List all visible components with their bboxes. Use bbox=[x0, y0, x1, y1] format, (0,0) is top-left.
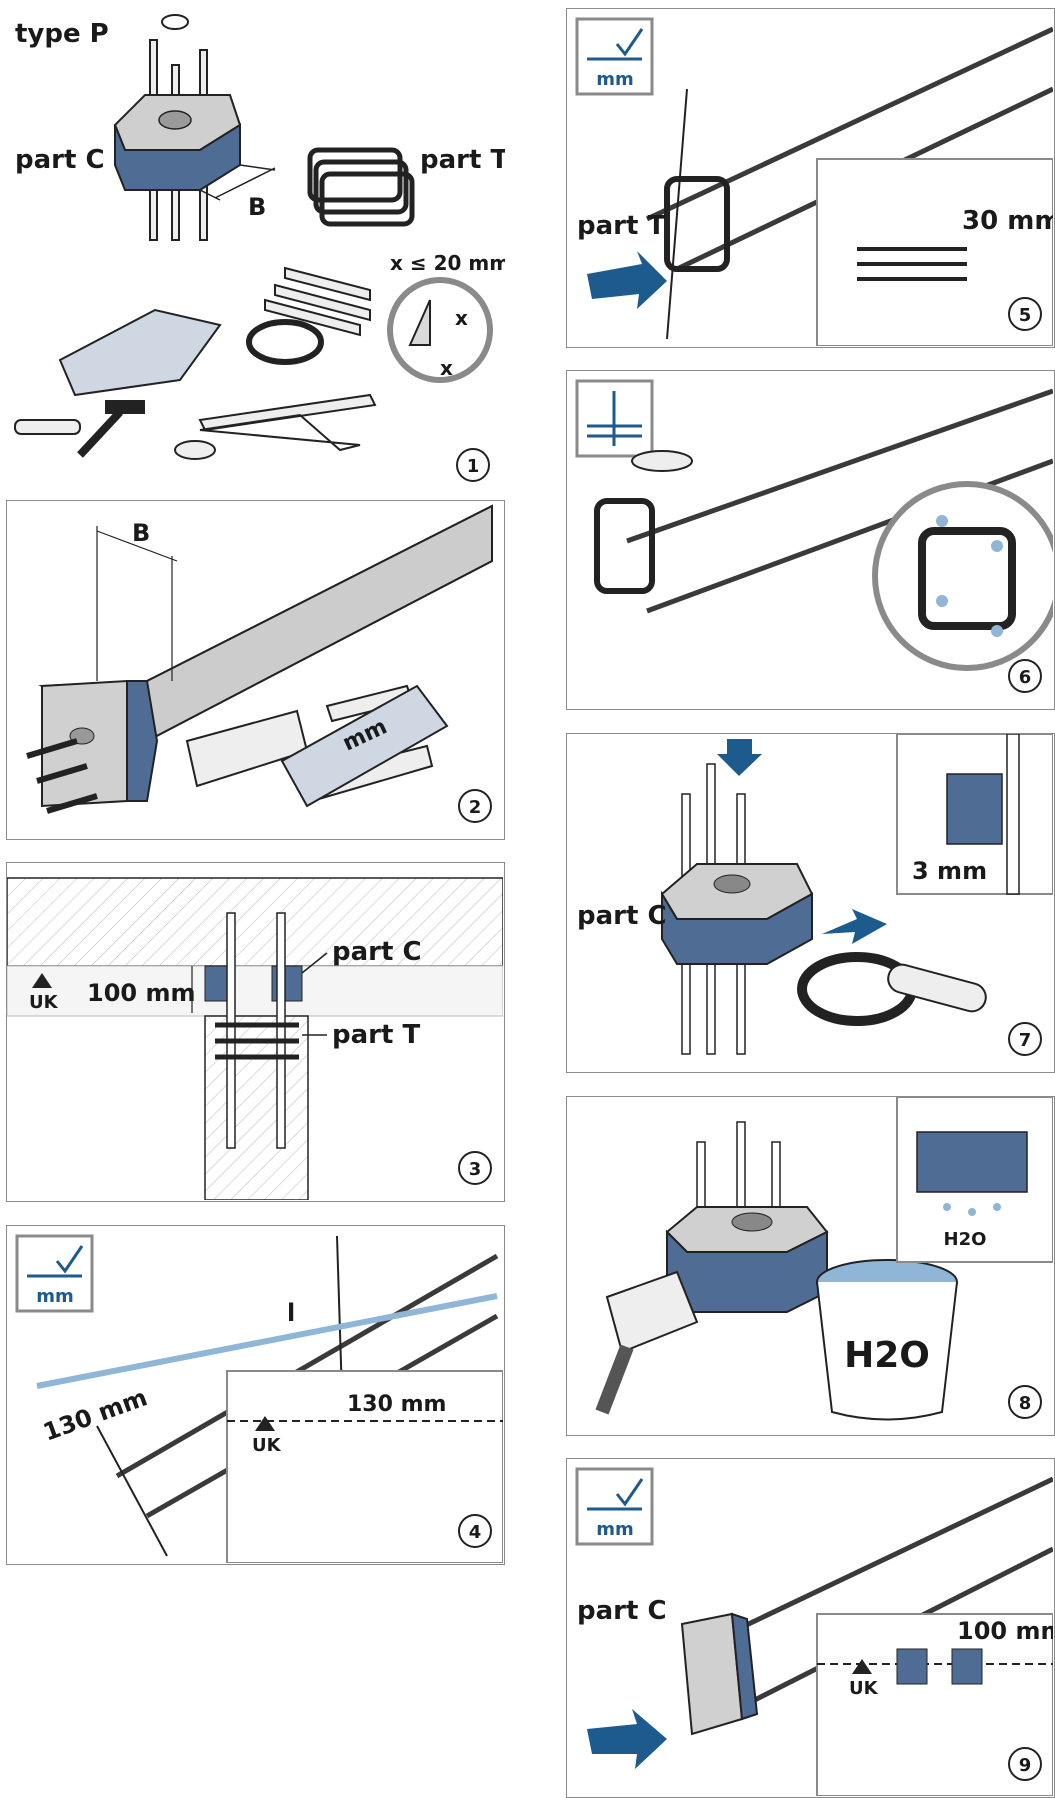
detail-part-t-bars bbox=[857, 247, 967, 281]
ruler-unit-label: mm bbox=[596, 69, 634, 90]
formwork-beam-illustration bbox=[26, 504, 493, 814]
dim-b-label: B bbox=[248, 193, 266, 221]
step-number: 4 bbox=[469, 1522, 482, 1543]
step-number: 9 bbox=[1019, 1755, 1032, 1776]
water-bucket-illustration bbox=[816, 1259, 958, 1421]
offset-dimension: 100 mm bbox=[87, 979, 195, 1007]
step1-parts-overview: type P part C part T B bbox=[0, 0, 505, 495]
step-number: 8 bbox=[1019, 1393, 1032, 1414]
insert-direction-arrow bbox=[587, 1709, 667, 1769]
down-arrow bbox=[717, 739, 762, 776]
part-c-module-illustration bbox=[660, 763, 814, 1055]
part-c-label: part C bbox=[15, 145, 105, 175]
part-c-module-illustration bbox=[113, 14, 276, 241]
part-t-label: part T bbox=[420, 145, 505, 175]
step-number-circle bbox=[1008, 1747, 1042, 1781]
part-t-bars bbox=[215, 1022, 299, 1060]
step6-panel: 6 bbox=[566, 370, 1055, 710]
step2-panel: B mm 2 bbox=[6, 500, 505, 840]
dim-30-label: 30 mm bbox=[962, 206, 1053, 236]
insulation-layer bbox=[7, 965, 503, 1017]
tape-arrow bbox=[822, 909, 887, 944]
step4-panel: mm l 130 mm UK 130 mm 4 bbox=[6, 1225, 505, 1565]
dim-130-detail: 130 mm bbox=[347, 1392, 446, 1417]
step-number: 2 bbox=[469, 797, 482, 818]
step-number-circle bbox=[458, 1151, 492, 1185]
step-number: 5 bbox=[1019, 305, 1032, 326]
slab-section bbox=[7, 877, 503, 967]
step-number: 6 bbox=[1019, 667, 1032, 688]
part-t-label: part T bbox=[577, 211, 665, 241]
uk-label: UK bbox=[252, 1435, 282, 1456]
step-number: 7 bbox=[1019, 1030, 1032, 1051]
ruler-unit-label: mm bbox=[36, 1286, 74, 1307]
step-number-circle bbox=[456, 448, 490, 482]
step-number-circle bbox=[458, 1514, 492, 1548]
column-section bbox=[204, 1015, 309, 1200]
accessories-illustration bbox=[14, 266, 377, 460]
template-sheet-illustration bbox=[280, 684, 449, 808]
step-number: 1 bbox=[467, 456, 480, 477]
step-number-circle bbox=[1008, 1022, 1042, 1056]
detail-water-label: H2O bbox=[944, 1229, 987, 1250]
step-number-circle bbox=[1008, 1385, 1042, 1419]
uk-label: UK bbox=[29, 992, 59, 1013]
step-number-circle bbox=[1008, 659, 1042, 693]
bucket-water-label: H2O bbox=[844, 1335, 930, 1376]
dim-b-label: B bbox=[132, 519, 150, 547]
step-number-circle bbox=[458, 789, 492, 823]
length-l-label: l bbox=[287, 1299, 295, 1327]
part-t-callout: part T bbox=[332, 1020, 420, 1050]
tie-detail-circle bbox=[872, 481, 1053, 671]
chamfer-detail-circle bbox=[387, 277, 493, 383]
detail-inset bbox=[896, 734, 1053, 895]
part-c-module-illustration bbox=[665, 1121, 829, 1313]
insert-direction-arrow bbox=[587, 251, 667, 309]
part-c-callout: part C bbox=[332, 937, 422, 967]
step3-panel: part C part T UK 100 mm 3 bbox=[6, 862, 505, 1202]
gap-label: 3 mm bbox=[912, 857, 987, 885]
step7-panel: part C 3 mm 7 bbox=[566, 733, 1055, 1073]
step-number-circle bbox=[1008, 297, 1042, 331]
step-number: 3 bbox=[469, 1159, 482, 1180]
uk-label: UK bbox=[849, 1678, 879, 1699]
ruler-unit-label: mm bbox=[596, 1519, 634, 1540]
dim-100-label: 100 mm bbox=[957, 1617, 1053, 1645]
step8-panel: H2O H2O 8 bbox=[566, 1096, 1055, 1436]
part-c-label: part C bbox=[577, 901, 667, 931]
dim-130-left: 130 mm bbox=[39, 1383, 151, 1446]
x-label-horizontal: x bbox=[440, 356, 453, 380]
tolerance-label: x ≤ 20 mm bbox=[390, 251, 505, 275]
detail-inset bbox=[226, 1370, 503, 1563]
x-label-vertical: x bbox=[455, 306, 468, 330]
part-t-cage-illustration bbox=[307, 147, 415, 227]
pliers-illustration bbox=[631, 450, 693, 472]
part-c-label: part C bbox=[577, 1596, 667, 1626]
brush-illustration bbox=[595, 1270, 699, 1415]
type-title: type P bbox=[15, 19, 109, 49]
step9-panel: mm part C UK 100 mm 9 bbox=[566, 1458, 1055, 1798]
step5-panel: mm part T 30 mm 5 bbox=[566, 8, 1055, 348]
